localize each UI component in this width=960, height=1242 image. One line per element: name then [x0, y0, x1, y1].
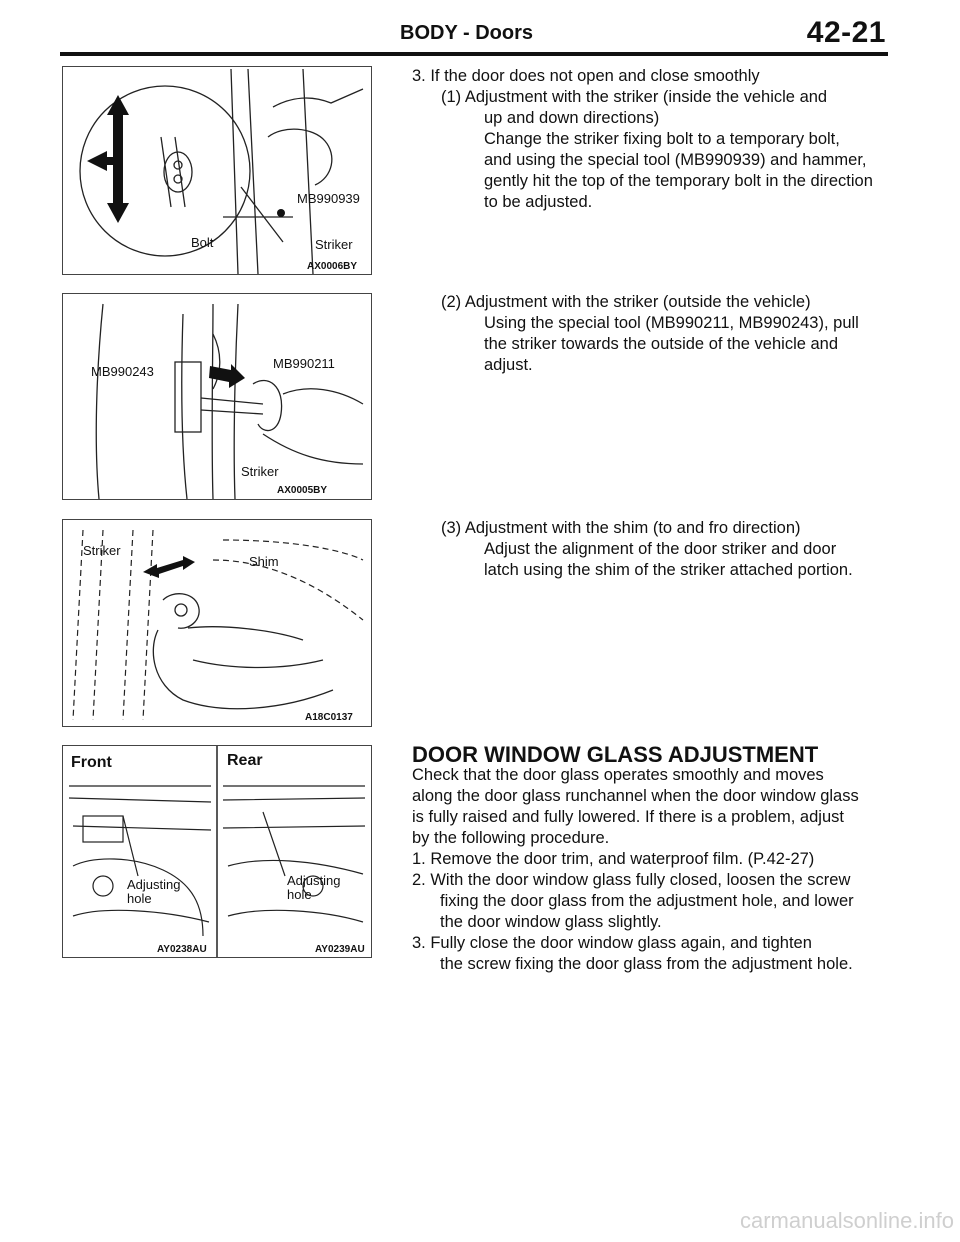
text-line: adjust.: [484, 356, 533, 374]
section-step-3: 3. If the door does not open and close s…: [412, 66, 888, 213]
text-line: and using the special tool (MB990939) an…: [484, 151, 867, 169]
shim-illustration: [72, 529, 364, 721]
text-line: 1. Remove the door trim, and waterproof …: [412, 850, 815, 868]
text-line: the striker towards the outside of the v…: [484, 335, 839, 353]
header-rule: [60, 52, 888, 56]
label-rear: Rear: [227, 752, 263, 769]
striker-puller-illustration: [95, 303, 364, 499]
text-line: latch using the shim of the striker atta…: [484, 561, 853, 579]
label-striker: Striker: [315, 237, 353, 252]
figure-code: AX0006BY: [307, 261, 358, 272]
watermark: carmanualsonline.info: [739, 1208, 954, 1233]
label-mb990211: MB990211: [273, 356, 335, 371]
page-header: BODY - Doors 42-21: [60, 14, 888, 56]
label-shim: Shim: [249, 554, 279, 569]
text-line: up and down directions): [484, 109, 660, 127]
text-line: (2) Adjustment with the striker (outside…: [441, 293, 811, 311]
text-line: Using the special tool (MB990211, MB9902…: [484, 314, 859, 332]
figure-shim: Striker Shim A18C0137: [62, 519, 372, 727]
label-adjusting-hole-front: Adjusting hole: [127, 877, 181, 906]
text-line: Change the striker fixing bolt to a temp…: [484, 130, 840, 148]
text-line: 3. Fully close the door window glass aga…: [412, 934, 812, 952]
label-striker: Striker: [241, 464, 279, 479]
figure-code-rear: AY0239AU: [315, 944, 365, 955]
page-number: 42-21: [806, 16, 886, 49]
text-line: the door window glass slightly.: [440, 913, 662, 931]
figure-code-front: AY0238AU: [157, 944, 207, 955]
text-line: by the following procedure.: [412, 829, 610, 847]
text-line: 2. With the door window glass fully clos…: [412, 871, 851, 889]
label-adjusting-hole-rear: Adjusting hole: [287, 873, 341, 902]
label-mb990939: MB990939: [297, 191, 360, 206]
striker-hammer-illustration: [79, 68, 364, 274]
text-line: is fully raised and fully lowered. If th…: [412, 808, 844, 826]
text-line: gently hit the top of the temporary bolt…: [484, 172, 873, 190]
section-heading: DOOR WINDOW GLASS ADJUSTMENT: [412, 742, 819, 767]
page-title: BODY - Doors: [400, 22, 533, 44]
label-mb990243: MB990243: [91, 364, 154, 379]
text-line: 3. If the door does not open and close s…: [412, 67, 760, 85]
figure-code: AX0005BY: [277, 485, 328, 496]
door-panel-illustration: [68, 746, 366, 957]
text-line: along the door glass runchannel when the…: [412, 787, 859, 805]
figure-adjusting-hole: Front Rear Adjusting hole Adjusting hole…: [62, 745, 372, 958]
text-line: the screw fixing the door glass from the…: [440, 955, 853, 973]
figure-code: A18C0137: [305, 712, 353, 723]
figure-striker-hammer: MB990939 Bolt Striker AX0006BY: [62, 66, 372, 275]
text-line: to be adjusted.: [484, 193, 593, 211]
section-door-window-glass: DOOR WINDOW GLASS ADJUSTMENT Check that …: [412, 744, 890, 975]
text-line: fixing the door glass from the adjustmen…: [440, 892, 854, 910]
text-line: Check that the door glass operates smoot…: [412, 766, 824, 784]
section-step-3-3: (3) Adjustment with the shim (to and fro…: [441, 518, 889, 581]
label-front: Front: [71, 754, 112, 771]
text-line: (3) Adjustment with the shim (to and fro…: [441, 519, 801, 537]
text-line: Adjust the alignment of the door striker…: [484, 540, 837, 558]
figure-striker-puller: MB990243 MB990211 Striker AX0005BY: [62, 293, 372, 500]
label-bolt: Bolt: [191, 235, 214, 250]
label-striker: Striker: [83, 543, 121, 558]
text-line: (1) Adjustment with the striker (inside …: [441, 88, 828, 106]
section-step-3-2: (2) Adjustment with the striker (outside…: [441, 292, 889, 376]
